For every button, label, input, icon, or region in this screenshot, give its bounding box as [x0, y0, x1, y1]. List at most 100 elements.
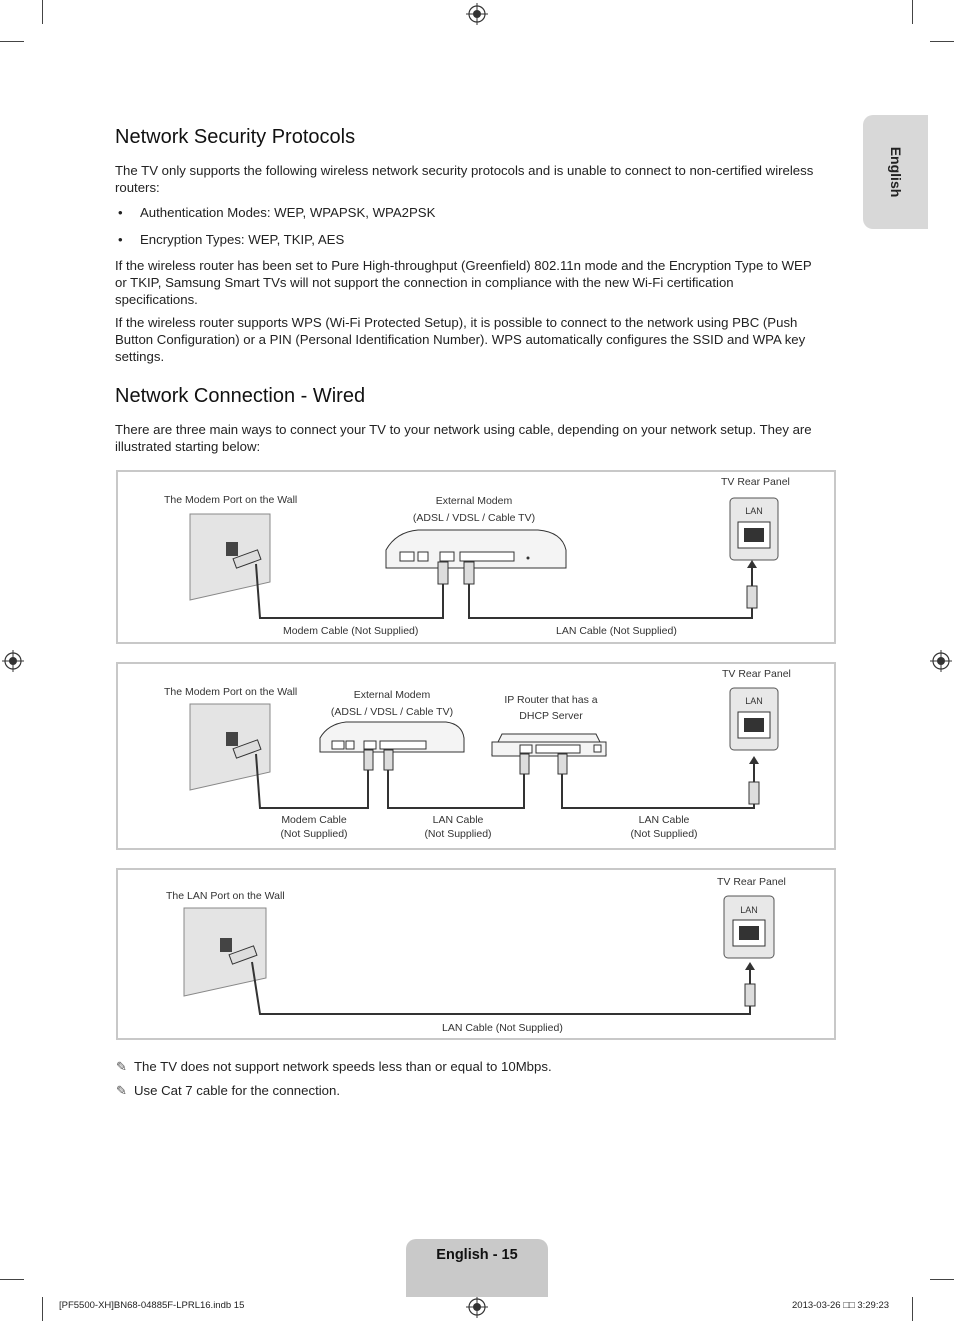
wall-port-icon: [226, 732, 238, 746]
bullet-dot: •: [118, 232, 123, 247]
modem-port-icon: [363, 740, 377, 750]
modem-cable-line: [255, 563, 444, 619]
registration-mark-icon: [466, 3, 488, 25]
label-modem-cable: Modem Cable: [281, 814, 347, 826]
label-modem-type: (ADSL / VDSL / Cable TV): [330, 706, 454, 718]
label-lan-cable: LAN Cable: [432, 814, 484, 826]
arrow-head-icon: [749, 756, 759, 764]
diagram-panel-router: The Modem Port on the Wall External Mode…: [116, 662, 836, 850]
label-modem: External Modem: [353, 689, 431, 701]
modem-lan-ports-icon: [459, 551, 515, 562]
modem-led-icon: [526, 556, 530, 560]
router-port-icon: [593, 744, 602, 753]
cable-plug-icon: [383, 749, 394, 771]
page-number-label: English - 15: [436, 1247, 518, 1263]
wired-intro: There are three main ways to connect you…: [115, 422, 812, 454]
footer-timestamp: 2013-03-26 □□ 3:29:23: [792, 1300, 890, 1311]
crop-mark: [930, 41, 954, 42]
bullet-item: • Authentication Modes: WEP, WPAPSK, WPA2…: [118, 205, 436, 220]
cable-plug-icon: [463, 561, 475, 585]
bullet-dot: •: [118, 205, 123, 220]
modem-port-icon: [399, 551, 415, 562]
cable-plug-icon: [744, 983, 756, 1007]
label-modem-cable: Modem Cable (Not Supplied): [283, 625, 419, 637]
modem-port-icon: [345, 740, 355, 750]
tv-lan-socket-icon: [744, 528, 764, 542]
lan-cable-line: [468, 584, 753, 619]
modem-lan-ports-icon: [379, 740, 427, 750]
section-title-wired: Network Connection - Wired: [115, 385, 366, 407]
cable-plug-icon: [232, 739, 262, 759]
pencil-note-icon: ✎: [116, 1059, 128, 1074]
cable-plug-icon: [748, 781, 760, 805]
language-side-tab: English: [863, 115, 928, 229]
wall-port-icon: [220, 938, 232, 952]
wall-shape: [189, 703, 271, 791]
arrow-head-icon: [745, 962, 755, 970]
crop-mark: [0, 41, 24, 42]
router-lan-ports-icon: [535, 744, 581, 754]
cable-plug-icon: [437, 561, 449, 585]
registration-mark-icon: [2, 650, 24, 672]
diagram-panel-wall-lan: The LAN Port on the Wall TV Rear Panel L…: [116, 868, 836, 1040]
crop-mark: [912, 1297, 913, 1321]
diagram-router-svg: [189, 687, 779, 809]
modem-port-icon: [331, 740, 345, 750]
pencil-note-icon: ✎: [116, 1083, 128, 1098]
footer-file-info: [PF5500-XH]BN68-04885F-LPRL16.indb 15: [59, 1300, 245, 1311]
label-router-type: DHCP Server: [519, 710, 583, 722]
note-item: ✎ Use Cat 7 cable for the connection.: [116, 1083, 340, 1099]
note-text: The TV does not support network speeds l…: [134, 1059, 552, 1074]
cable-plug-icon: [228, 945, 258, 965]
router-port-icon: [519, 744, 533, 754]
modem-port-icon: [417, 551, 429, 562]
arrow-head-icon: [747, 560, 757, 568]
registration-mark-icon: [930, 650, 952, 672]
label-wall: The Modem Port on the Wall: [164, 686, 298, 698]
section-title-security: Network Security Protocols: [115, 126, 356, 148]
bullet-text: Encryption Types: WEP, TKIP, AES: [140, 232, 345, 247]
diagram-panel-modem: The Modem Port on the Wall External Mode…: [116, 470, 836, 644]
cable-plug-icon: [557, 753, 568, 775]
security-paragraph: If the wireless router has been set to P…: [115, 258, 812, 307]
label-lan-cable-note: (Not Supplied): [424, 828, 492, 840]
modem-port-icon: [439, 551, 455, 562]
cable-plug-icon: [363, 749, 374, 771]
label-lan-cable: LAN Cable (Not Supplied): [556, 625, 677, 637]
tv-lan-socket-icon: [739, 926, 759, 940]
crop-mark: [0, 1279, 24, 1280]
security-paragraph: If the wireless router supports WPS (Wi-…: [115, 315, 806, 364]
bullet-item: • Encryption Types: WEP, TKIP, AES: [118, 232, 345, 247]
language-side-tab-label: English: [887, 146, 904, 198]
label-lan-cable: LAN Cable (Not Supplied): [442, 1022, 563, 1034]
label-modem-cable-note: (Not Supplied): [280, 828, 348, 840]
label-modem: External Modem: [435, 495, 513, 507]
diagram-modem-svg: [189, 497, 779, 619]
note-item: ✎ The TV does not support network speeds …: [116, 1059, 552, 1075]
crop-mark: [42, 1297, 43, 1321]
bullet-text: Authentication Modes: WEP, WPAPSK, WPA2P…: [140, 205, 436, 220]
modem-shape: [319, 721, 465, 753]
lan-cable-line: [561, 774, 755, 809]
note-text: Use Cat 7 cable for the connection.: [134, 1083, 340, 1098]
crop-mark: [42, 0, 43, 24]
label-modem-type: (ADSL / VDSL / Cable TV): [412, 512, 536, 524]
page-number-tab: English - 15: [406, 1239, 548, 1297]
label-lan: LAN: [745, 696, 763, 706]
lan-cable-line: [251, 961, 751, 1015]
label-wall: The Modem Port on the Wall: [164, 494, 298, 506]
modem-cable-line: [255, 753, 369, 809]
modem-shape: [385, 529, 567, 569]
wall-shape: [189, 513, 271, 601]
label-lan-cable-note: (Not Supplied): [630, 828, 698, 840]
registration-mark-icon: [466, 1296, 488, 1318]
label-router: IP Router that has a: [504, 694, 598, 706]
label-wall: The LAN Port on the Wall: [166, 890, 285, 902]
cable-plug-icon: [746, 585, 758, 609]
label-lan-cable: LAN Cable: [638, 814, 690, 826]
cable-plug-icon: [232, 549, 262, 569]
label-tv-rear: TV Rear Panel: [722, 668, 791, 680]
label-tv-rear: TV Rear Panel: [717, 876, 786, 888]
crop-mark: [930, 1279, 954, 1280]
label-tv-rear: TV Rear Panel: [721, 476, 790, 488]
